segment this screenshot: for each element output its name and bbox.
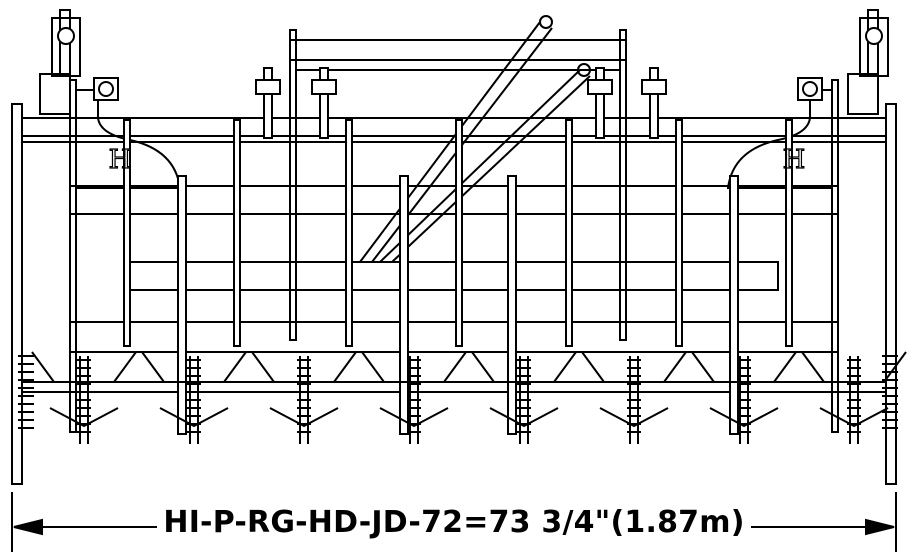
hydraulic-cylinder	[359, 15, 591, 263]
lower-crossbar	[69, 321, 839, 353]
back-bar	[455, 119, 463, 347]
tine	[251, 351, 357, 444]
right-mount-bracket	[797, 9, 889, 115]
tine	[801, 351, 907, 444]
tine	[361, 351, 467, 444]
upper-crossbar	[69, 185, 839, 215]
tine	[31, 351, 137, 444]
right-side-plate	[885, 103, 897, 485]
vertical-bars	[123, 119, 793, 435]
right-gusset	[726, 89, 833, 189]
back-bar	[233, 119, 241, 347]
hinge-bracket	[587, 67, 613, 139]
left-side-plate	[11, 103, 23, 485]
left-mount-bracket	[39, 9, 119, 115]
side-tine	[18, 355, 34, 429]
tine	[581, 351, 687, 444]
vertical-bar	[177, 175, 187, 435]
right-mount-plate	[831, 79, 839, 433]
hinge-bracket	[311, 67, 337, 139]
hinge-bracket	[255, 67, 281, 139]
side-tine	[882, 355, 898, 429]
back-bar	[123, 119, 131, 347]
back-bar	[345, 119, 353, 347]
vertical-bar	[729, 175, 739, 435]
tine	[141, 351, 247, 444]
mount-brackets	[39, 9, 889, 139]
dimension-label: HI-P-RG-HD-JD-72=73 3/4"(1.87m)	[157, 505, 751, 540]
right-arrowhead	[865, 518, 895, 536]
back-bar	[785, 119, 793, 347]
tines	[18, 351, 907, 444]
tine	[691, 351, 797, 444]
hinge-bracket	[641, 67, 667, 139]
top-hinge-frame	[289, 39, 627, 61]
vertical-bar	[507, 175, 517, 435]
back-bar	[675, 119, 683, 347]
left-arrowhead	[13, 518, 43, 536]
dimension-label-wrapper: HI-P-RG-HD-JD-72=73 3/4"(1.87m)	[0, 505, 908, 540]
top-rail	[21, 117, 887, 137]
logo-letter: H	[783, 145, 806, 175]
vertical-bar	[399, 175, 409, 435]
grapple-frame	[11, 15, 897, 485]
back-bar	[565, 119, 573, 347]
tine	[471, 351, 577, 444]
left-mount-plate	[69, 79, 77, 433]
logo-letter: H	[109, 145, 132, 175]
